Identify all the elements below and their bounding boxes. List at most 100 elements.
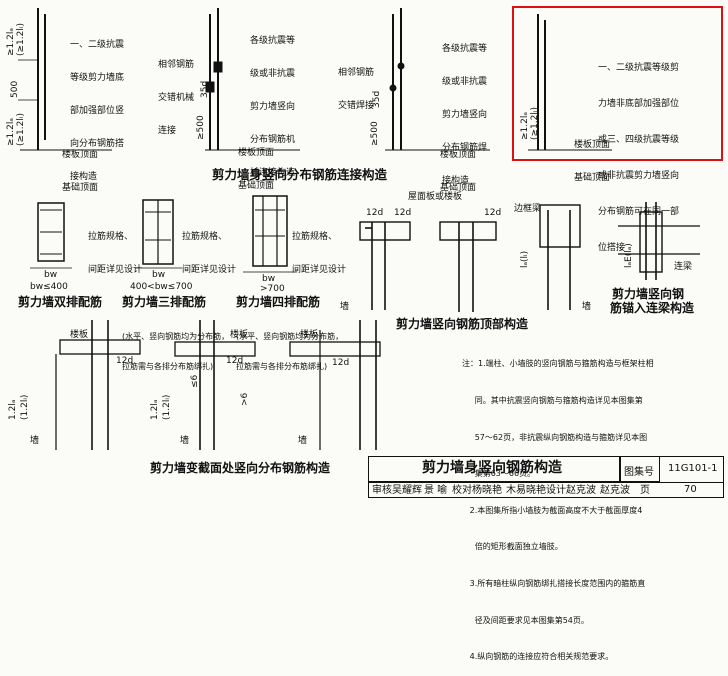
panel4-desc-line: 力墙非底部加强部位 xyxy=(598,99,680,109)
note-line: 倍的矩形截面独立墙肢。 xyxy=(462,542,563,552)
note-line: 拉筋需与各排分布筋绑扎) xyxy=(122,362,214,371)
drawing-title: 剪力墙身竖向钢筋构造 xyxy=(422,460,562,476)
panel1-dim-a: ≥1.2lₐ xyxy=(6,28,16,56)
dim-12d-2: 12d xyxy=(226,356,244,366)
tb-page-label: 页 xyxy=(640,485,650,496)
panel4-desc-line: 一、二级抗震等级剪 xyxy=(598,63,680,73)
tb-page-number: 70 xyxy=(684,484,697,495)
tie-note-3: 拉筋规格、 间距详见设计 xyxy=(292,210,346,287)
panel1-floor: 楼板顶面 基础顶面 xyxy=(62,128,98,205)
panel3-side: 相邻钢筋 交错焊接 xyxy=(338,46,374,123)
panel4-dim-a: ≥1.2lₐ xyxy=(520,112,530,140)
panel1-desc-line: 部加强部位竖 xyxy=(70,106,125,116)
note-line: 拉筋需与各排分布筋绑扎) xyxy=(236,362,328,371)
note-triple: (水平、竖向钢筋均为分布筋， 拉筋需与各排分布筋绑扎) xyxy=(122,312,229,382)
edge-beam-label: 边框梁 xyxy=(514,204,542,214)
panel4-desc-line: 或三、四级抗震等级 xyxy=(598,135,680,145)
note-line: (水平、竖向钢筋均为分布筋， xyxy=(236,332,344,341)
floor-label: 楼板顶面 xyxy=(238,148,275,158)
tie-note-line: 间距详见设计 xyxy=(182,265,237,275)
panel2-desc-line: 械连接构造 xyxy=(250,168,296,178)
panel2-side-line: 连接 xyxy=(158,126,177,136)
var-dim-4: (1.2lᵢ) xyxy=(162,394,172,420)
panel1-desc-line: 等级剪力墙底 xyxy=(70,73,125,83)
foundation-label: 基础顶面 xyxy=(62,183,99,193)
foundation-label: 基础顶面 xyxy=(440,183,477,193)
tb-review-label: 审核 xyxy=(372,485,392,496)
laE-label: lₐE(lₐ) xyxy=(624,243,634,268)
atlas-number: 11G101-1 xyxy=(668,463,718,474)
dim-12d-1: 12d xyxy=(116,356,134,366)
tie-note-line: 拉筋规格、 xyxy=(88,232,134,242)
caption-anchor-1: 剪力墙竖向钢 xyxy=(612,287,685,301)
panel2-dim-35d: 35d xyxy=(200,80,210,98)
note-quad: (水平、竖向钢筋均为分布筋， 拉筋需与各排分布筋绑扎) xyxy=(236,312,343,382)
panel2-desc-line: 各级抗震等 xyxy=(250,36,296,46)
tie-note-line: 拉筋规格、 xyxy=(182,232,228,242)
note-line: 57～62页，非抗震纵向钢筋构造与箍筋详见本图 xyxy=(462,432,648,442)
bw-label-3: bw xyxy=(262,274,276,284)
bw-label-2: bw xyxy=(152,270,166,280)
panel2-side: 相邻钢筋 交错机械 连接 xyxy=(158,38,194,148)
floor-label: 楼板顶面 xyxy=(62,150,99,160)
panel2-floor: 楼板顶面 基础顶面 xyxy=(238,126,274,203)
panel3-desc: 各级抗震等 级或非抗震 剪力墙竖向 分布钢筋焊 接构造 xyxy=(442,22,487,198)
panel3-dim-35d: 35d xyxy=(372,90,382,108)
panel3-floor: 楼板顶面 基础顶面 xyxy=(440,128,476,205)
foundation-label: 基础顶面 xyxy=(238,181,275,191)
dim-12d-3: 12d xyxy=(332,358,350,368)
tb-checker: 杨晓艳 xyxy=(472,485,502,496)
tie-note-line: 间距详见设计 xyxy=(88,265,143,275)
atlas-label: 图集号 xyxy=(624,467,654,478)
floor-label: 楼板顶面 xyxy=(440,150,477,160)
la-label: lₐ(lᵢ) xyxy=(520,250,530,268)
tb-designer-sign: 赵克波 xyxy=(600,485,630,496)
roof-label: 屋面板或楼板 xyxy=(408,192,463,202)
panel3-desc-line: 级或非抗震 xyxy=(442,77,488,87)
title-cell xyxy=(368,456,620,482)
dim-12d-c: 12d xyxy=(484,208,502,218)
var-wall-2: 墙 xyxy=(180,436,190,446)
caption-anchor-2: 筋锚入连梁构造 xyxy=(610,301,695,315)
note-line: 同。其中抗震竖向钢筋与箍筋构造详见本图集第 xyxy=(462,396,643,406)
title-divider xyxy=(368,482,724,483)
var-dim-1: 1.2lₐ xyxy=(8,399,18,420)
panel2-desc-line: 级或非抗震 xyxy=(250,69,296,79)
floor-label: 楼板顶面 xyxy=(574,140,611,150)
note-line: 集第63～66页。 xyxy=(462,469,536,479)
caption-double: 剪力墙双排配筋 xyxy=(18,295,103,309)
tie-note-line: 间距详见设计 xyxy=(292,265,347,275)
bw-range-2: 400<bw≤700 xyxy=(130,282,193,292)
caption-triple: 剪力墙三排配筋 xyxy=(122,295,207,309)
notes-block: 注：1.端柱、小墙肢的竖向钢筋与箍筋构造与框架柱相 同。其中抗震竖向钢筋与箍筋构… xyxy=(462,334,654,676)
drawing-linework xyxy=(18,8,700,450)
tb-reviewer: 吴耀辉 xyxy=(392,485,422,496)
slab-label-1: 楼板 xyxy=(70,330,89,340)
panel4-floor: 楼板顶面 基础顶面 xyxy=(574,118,610,195)
panel1-dim-b: (≥1.2lᵢ) xyxy=(16,23,26,56)
var-wall-3: 墙 xyxy=(298,436,308,446)
dim-12d-b: 12d xyxy=(394,208,412,218)
note-line: 3.所有暗柱纵向钢筋绑扎搭接长度范围内的箍筋直 xyxy=(462,579,646,589)
highlight-box xyxy=(512,6,723,161)
bw-range-1: bw≤400 xyxy=(30,282,68,292)
panel3-side-line: 交错焊接 xyxy=(338,101,375,111)
tie-note-1: 拉筋规格、 间距详见设计 xyxy=(88,210,142,287)
panel4-desc: 一、二级抗震等级剪 力墙非底部加强部位 或三、四级抗震等级 或非抗震剪力墙竖向 … xyxy=(598,38,679,266)
panel2-desc: 各级抗震等 级或非抗震 剪力墙竖向 分布钢筋机 械连接构造 xyxy=(250,14,295,190)
slab-label-2: 楼板 xyxy=(230,330,249,340)
caption-quad: 剪力墙四排配筋 xyxy=(236,295,321,309)
note-line: 4.纵向钢筋的连接应符合相关规范要求。 xyxy=(462,652,614,662)
var-dim-2: (1.2lᵢ) xyxy=(20,394,30,420)
var-wall-1: 墙 xyxy=(30,436,40,446)
link-beam-label: 连梁 xyxy=(674,262,693,272)
bw-label-1: bw xyxy=(44,270,58,280)
note-line: 2.本图集所指小墙肢为截面高度不大于截面厚度4 xyxy=(462,505,643,515)
note-line: 注：1.端柱、小墙肢的竖向钢筋与箍筋构造与框架柱相 xyxy=(462,359,654,369)
caption-top: 剪力墙竖向钢筋顶部构造 xyxy=(396,317,529,331)
tb-designer: 赵克波 xyxy=(566,485,596,496)
dim-12d-a: 12d xyxy=(366,208,384,218)
panel1-dim-500: 500 xyxy=(10,80,20,98)
tb-reviewer-sign: 景 喻 xyxy=(424,485,448,496)
tb-checker-sign: 木易晓艳 xyxy=(506,485,546,496)
